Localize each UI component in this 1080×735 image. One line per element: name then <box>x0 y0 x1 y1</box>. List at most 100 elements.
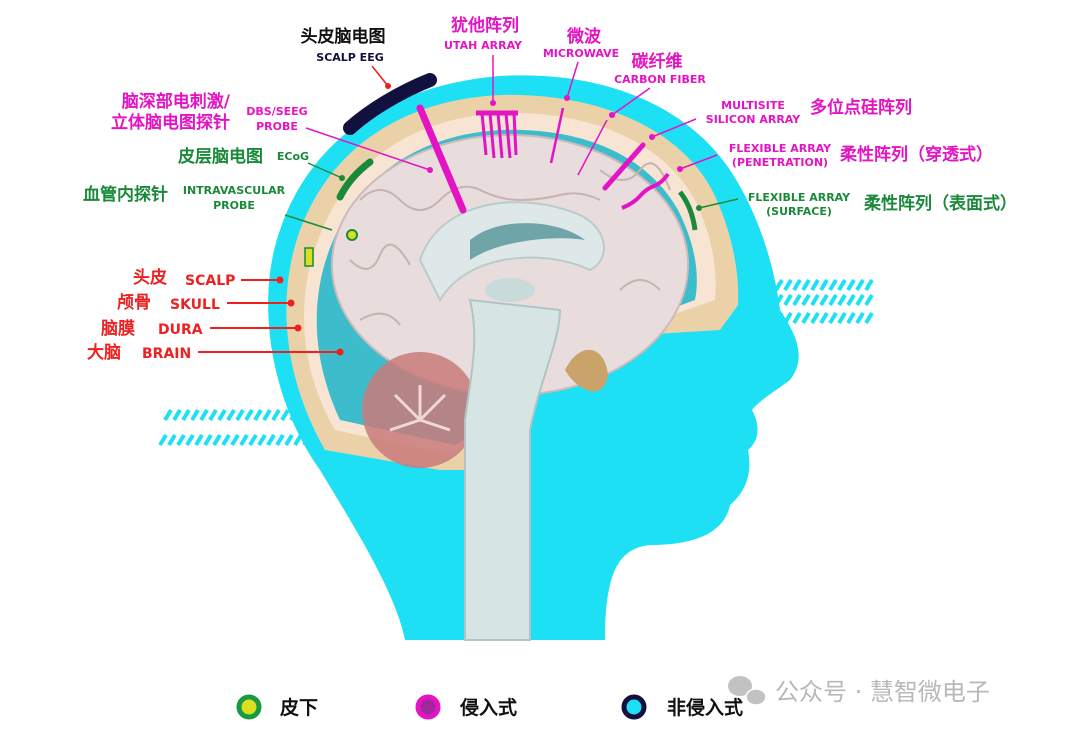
stripe <box>846 278 856 292</box>
stripe <box>176 433 186 447</box>
label-flex-surf-zh: 柔性阵列（表面式） <box>864 193 1017 214</box>
stripe <box>226 408 236 422</box>
stripe <box>167 433 177 447</box>
label-scalp-en: SCALP <box>185 273 235 289</box>
label-intravascular-en1: INTRAVASCULAR <box>183 184 286 197</box>
noninvasive-legend-icon <box>621 694 647 720</box>
stripe <box>819 293 829 307</box>
label-ecog-en: ECoG <box>277 150 309 163</box>
flexible-array-penetration <box>621 172 670 210</box>
label-flex-surf-en1: FLEXIBLE ARRAY <box>748 191 851 204</box>
stripe <box>239 433 249 447</box>
label-carbon-zh: 碳纤维 <box>632 51 683 72</box>
stripe <box>792 293 802 307</box>
legend-invasive: 侵入式 <box>459 696 517 719</box>
cerebellum-tree <box>389 385 451 432</box>
stripe <box>810 311 820 325</box>
legend-subcutaneous: 皮下 <box>280 696 318 719</box>
stripe <box>837 311 847 325</box>
subdermal-device <box>304 247 314 267</box>
stripe <box>837 293 847 307</box>
label-multisite-en1: MULTISITE <box>721 99 785 112</box>
scalp-eeg-device <box>343 73 437 135</box>
stripe <box>864 311 874 325</box>
brainstem <box>464 298 562 641</box>
subcutaneous-legend-icon <box>236 694 262 720</box>
stripe <box>855 293 865 307</box>
stripe <box>194 433 204 447</box>
dbs-probe <box>416 104 467 214</box>
label-skull-zh: 颅骨 <box>117 293 151 313</box>
stripe <box>801 278 811 292</box>
label-brain-zh: 大脑 <box>87 342 121 363</box>
stripe <box>262 408 272 422</box>
stripe <box>783 293 793 307</box>
label-dbs-en2: PROBE <box>256 120 298 133</box>
stripe <box>792 311 802 325</box>
label-multisite-zh: 多位点硅阵列 <box>810 97 912 118</box>
ventricle <box>470 223 585 260</box>
label-ecog-zh: 皮层脑电图 <box>178 146 263 167</box>
stripe <box>221 433 231 447</box>
stripe <box>199 408 209 422</box>
stripe <box>275 433 285 447</box>
label-dura-zh: 脑膜 <box>101 318 135 339</box>
stripe <box>819 311 829 325</box>
label-flex-surf-en2: (SURFACE) <box>766 205 832 218</box>
stripe <box>163 408 173 422</box>
stripe <box>248 433 258 447</box>
corpus-callosum <box>418 201 605 303</box>
stripe <box>217 408 227 422</box>
label-dbs-en1: DBS/SEEG <box>246 105 307 118</box>
label-microwave-zh: 微波 <box>566 26 602 47</box>
stripe <box>801 293 811 307</box>
multisite-silicon-array <box>602 142 646 191</box>
label-dbs-zh1: 脑深部电刺激/ <box>122 91 231 112</box>
label-multisite-en2: SILICON ARRAY <box>706 113 801 126</box>
stripe <box>244 408 254 422</box>
stripe <box>783 278 793 292</box>
stripe <box>185 433 195 447</box>
stripe <box>810 278 820 292</box>
stripe <box>792 278 802 292</box>
stripe <box>855 278 865 292</box>
label-intravascular-zh: 血管内探针 <box>83 184 168 205</box>
stripe <box>271 408 281 422</box>
stripe <box>158 433 168 447</box>
label-utah-zh: 犹他阵列 <box>451 15 519 36</box>
stripe <box>846 311 856 325</box>
stripe <box>801 311 811 325</box>
label-intravascular-en2: PROBE <box>213 199 255 212</box>
label-dbs-zh2: 立体脑电图探针 <box>111 112 230 133</box>
stripe <box>828 311 838 325</box>
wechat-icon <box>728 676 767 706</box>
intravascular-probe <box>346 229 358 241</box>
stripe <box>846 293 856 307</box>
label-skull-en: SKULL <box>170 297 220 313</box>
label-scalp-zh: 头皮 <box>133 267 167 288</box>
stripe <box>855 311 865 325</box>
carbon-fiber <box>577 119 608 176</box>
stripe <box>235 408 245 422</box>
stripe <box>810 293 820 307</box>
stripe <box>208 408 218 422</box>
stripe <box>190 408 200 422</box>
stripe <box>864 278 874 292</box>
label-microwave-en: MICROWAVE <box>543 47 619 60</box>
stripe <box>280 408 290 422</box>
label-scalp-eeg-en: SCALP EEG <box>316 51 383 64</box>
invasive-legend-icon <box>415 694 441 720</box>
label-scalp-eeg-zh: 头皮脑电图 <box>301 26 386 47</box>
label-utah-en: UTAH ARRAY <box>444 39 523 52</box>
stripe <box>181 408 191 422</box>
stripe <box>284 433 294 447</box>
microwave-device <box>549 107 565 164</box>
stripe <box>203 433 213 447</box>
label-dura-en: DURA <box>158 322 203 338</box>
stripe <box>172 408 182 422</box>
watermark: 公众号 · 慧智微电子 <box>775 678 990 706</box>
label-carbon-en: CARBON FIBER <box>614 73 706 86</box>
stripe <box>837 278 847 292</box>
stripe <box>257 433 267 447</box>
